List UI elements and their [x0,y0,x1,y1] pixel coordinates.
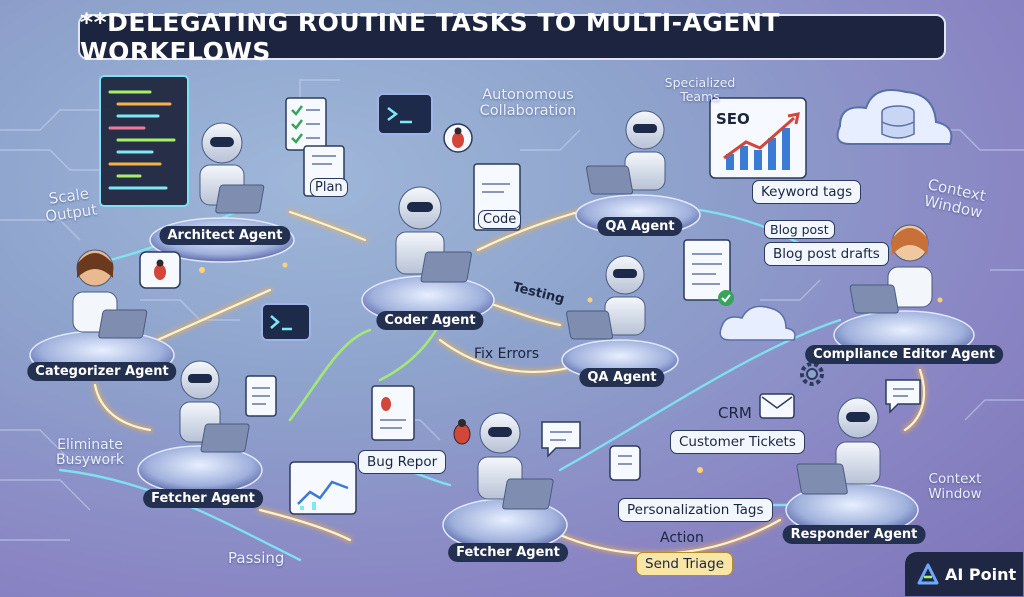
customer-tickets-bubble: Customer Tickets [670,430,805,454]
agent-label-fetcher-left: Fetcher Agent [143,489,263,508]
blog-post-drafts-bubble: Blog post drafts [764,242,889,266]
ai-point-logo: AI Point [905,552,1023,596]
terminal-icon [377,93,433,135]
cloud-icon [719,305,796,341]
mail-icon [759,393,795,419]
page-title: **DELEGATING ROUTINE TASKS TO MULTI-AGEN… [78,8,946,66]
bug-icon [139,251,181,289]
keyword-tags-bubble: Keyword tags [752,180,862,204]
agent-label-compliance-editor: Compliance Editor Agent [805,345,1003,364]
bug-icon [443,123,473,153]
chat-bubble-icon [609,445,641,481]
code-screen-icon [99,75,189,207]
send-triage-bubble: Send Triage [636,552,734,576]
database-cloud-icon [836,89,953,145]
chart-panel-icon [289,461,357,515]
caption-autonomous-collaboration: Autonomous Collaboration [479,87,577,119]
seo-label: SEO [716,110,750,128]
caption-specialized-teams: Specialized Teams [664,75,736,104]
plan-bubble: Plan [310,178,348,197]
bug-report-document-icon [371,385,415,441]
blog-post-bubble: Blog post [764,220,835,239]
agent-label-fetcher-bottom: Fetcher Agent [448,543,568,562]
caption-fix-errors: Fix Errors [474,346,540,362]
chat-bubble-icon [541,421,581,458]
terminal-icon [261,303,311,341]
caption-scale-output: Scale Output [44,184,99,225]
agent-label-qa-top: QA Agent [597,217,683,236]
document-icon [683,239,734,306]
robot-figures [72,110,933,510]
caption-context-window-bottom: Context Window [928,471,982,502]
bug-icon [453,419,471,445]
seo-chart-icon [709,97,807,179]
caption-crm: CRM [718,404,752,422]
agent-label-coder: Coder Agent [376,311,484,330]
clipboard-icon [245,375,277,417]
ai-point-logo-icon [917,563,939,585]
agent-label-responder: Responder Agent [782,525,926,544]
circuit-lines [0,79,1024,541]
agent-label-qa-mid: QA Agent [579,368,665,387]
gear-icon [800,362,824,386]
personalization-tags-bubble: Personalization Tags [618,498,773,522]
caption-action: Action [660,530,704,546]
code-bubble: Code [478,210,522,229]
checklist-icon [285,97,327,151]
logo-text: AI Point [945,564,1017,584]
bug-report-bubble: Bug Repor [358,450,447,474]
agent-label-architect: Architect Agent [159,226,291,245]
chat-bubble-icon [885,379,921,414]
agent-label-categorizer: Categorizer Agent [27,362,177,381]
sparkle-dots [199,262,943,473]
caption-passing: Passing [228,549,285,567]
caption-eliminate-busywork: Eliminate Busywork [56,437,124,469]
